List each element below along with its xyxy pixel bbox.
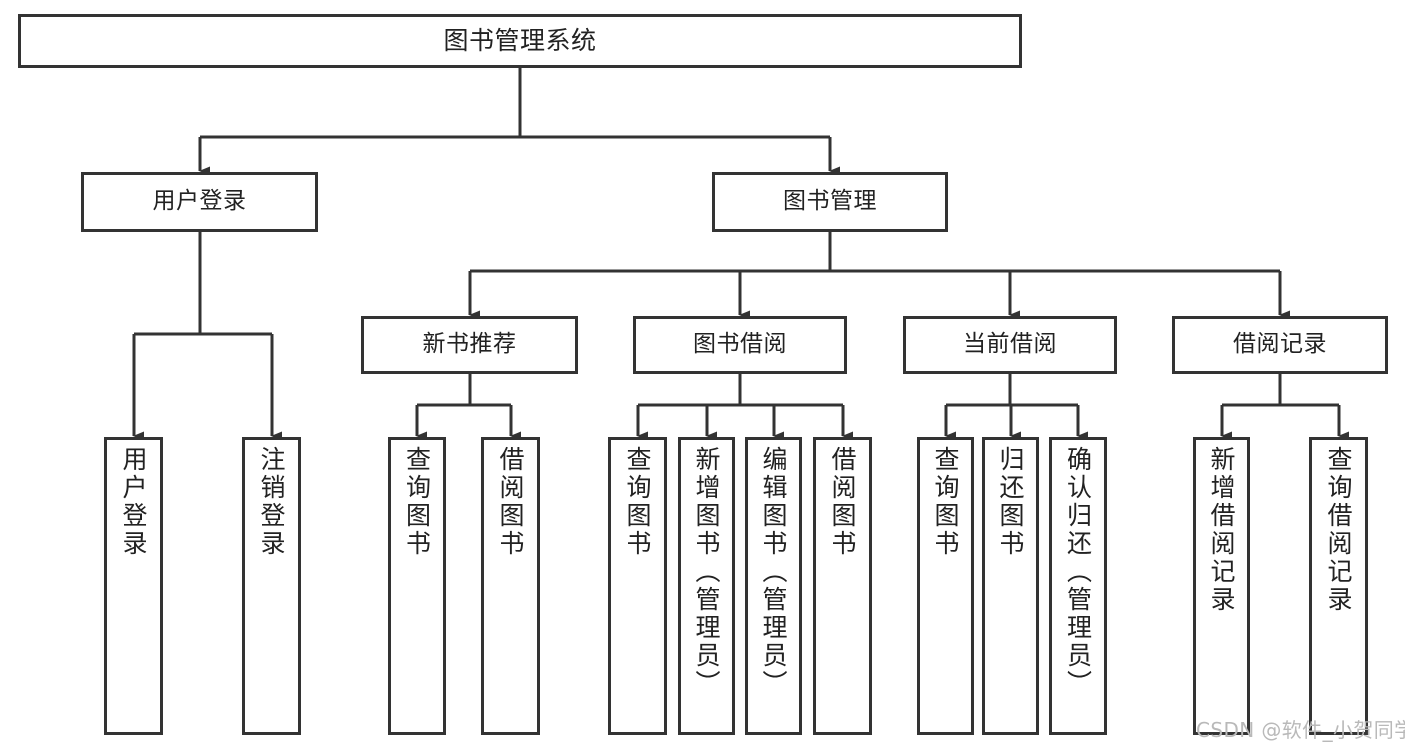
node-label: 新增图书（管理员） (692, 446, 721, 698)
node-bookmgmt[interactable]: 图书管理 (712, 172, 948, 232)
node-label: 用户登录 (119, 446, 148, 558)
node-b3[interactable]: 编辑图书（管理员） (745, 437, 802, 735)
node-label: 查询图书 (402, 446, 432, 558)
csdn-watermark: CSDN @软件_小贺同学 (1196, 718, 1405, 742)
node-label: 借阅记录 (1233, 331, 1327, 358)
node-l1[interactable]: 用户登录 (104, 437, 163, 735)
node-label: 归还图书 (996, 446, 1025, 558)
node-label: 图书管理系统 (443, 26, 597, 56)
node-b1[interactable]: 查询图书 (608, 437, 667, 735)
node-c1[interactable]: 查询图书 (917, 437, 974, 735)
node-label: 查询图书 (931, 446, 960, 558)
node-login[interactable]: 用户登录 (81, 172, 318, 232)
node-b4[interactable]: 借阅图书 (813, 437, 872, 735)
node-n2[interactable]: 借阅图书 (481, 437, 540, 735)
node-label: 查询图书 (623, 446, 652, 558)
node-label: 借阅图书 (828, 446, 857, 558)
node-r2[interactable]: 查询借阅记录 (1309, 437, 1368, 735)
node-r1[interactable]: 新增借阅记录 (1193, 437, 1250, 735)
node-label: 确认归还（管理员） (1063, 446, 1093, 698)
node-c3[interactable]: 确认归还（管理员） (1049, 437, 1107, 735)
node-c2[interactable]: 归还图书 (982, 437, 1039, 735)
node-b2[interactable]: 新增图书（管理员） (678, 437, 735, 735)
node-l2[interactable]: 注销登录 (242, 437, 301, 735)
node-records[interactable]: 借阅记录 (1172, 316, 1388, 374)
node-label: 注销登录 (257, 446, 286, 558)
node-label: 借阅图书 (496, 446, 525, 558)
node-label: 新书推荐 (422, 331, 517, 358)
edge-layer (132, 68, 1349, 441)
node-label: 查询借阅记录 (1324, 446, 1353, 614)
node-label: 新增借阅记录 (1207, 446, 1236, 614)
node-label: 图书管理 (783, 188, 877, 215)
node-current[interactable]: 当前借阅 (903, 316, 1117, 374)
node-n1[interactable]: 查询图书 (388, 437, 446, 735)
node-label: 用户登录 (152, 188, 247, 215)
node-root[interactable]: 图书管理系统 (18, 14, 1022, 68)
node-newrec[interactable]: 新书推荐 (361, 316, 578, 374)
node-label: 当前借阅 (963, 331, 1057, 358)
node-label: 图书借阅 (693, 331, 787, 358)
node-borrow[interactable]: 图书借阅 (633, 316, 847, 374)
node-label: 编辑图书（管理员） (759, 446, 788, 698)
